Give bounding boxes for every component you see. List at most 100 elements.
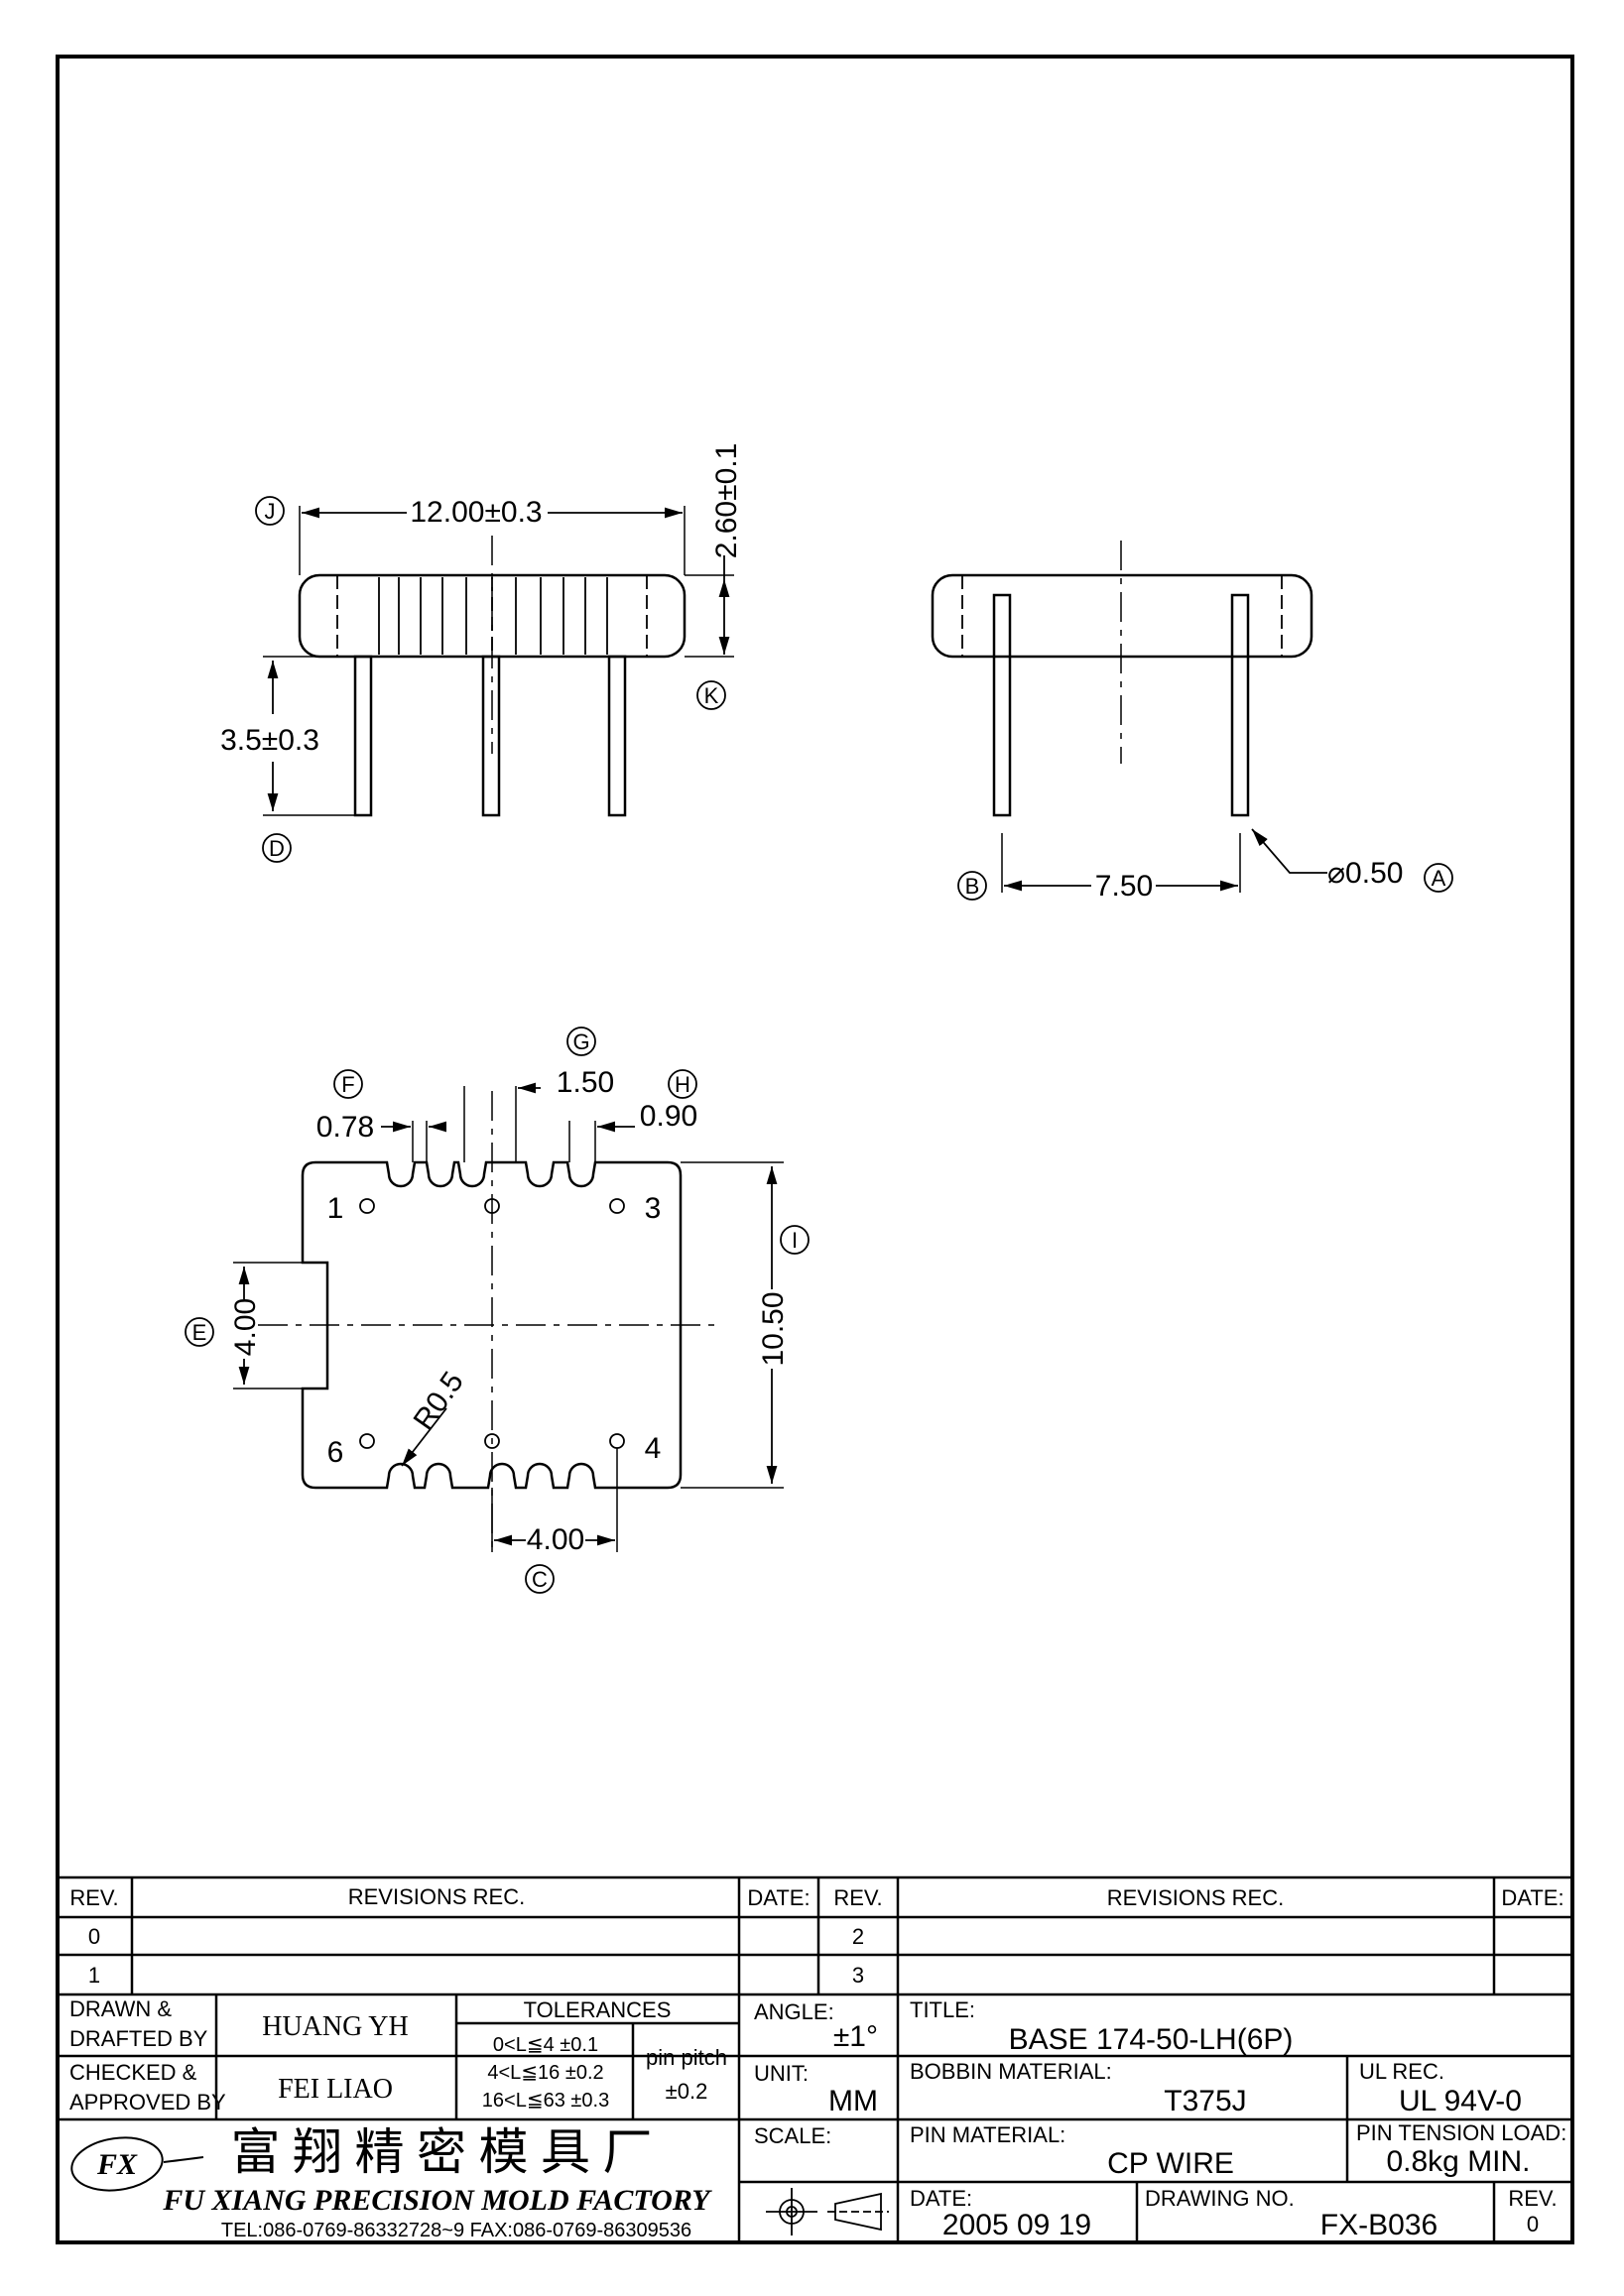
revision-label: REV. — [1508, 2186, 1557, 2211]
title-block-lines — [58, 1875, 1572, 2242]
revisions-header-left: REVISIONS REC. — [348, 1884, 525, 1909]
pin-tension-value: 0.8kg MIN. — [1386, 2145, 1530, 2178]
side-body — [931, 573, 1313, 659]
drawn-value: HUANG YH — [262, 2011, 409, 2042]
dim-i: 10.50 — [757, 1291, 790, 1366]
checked-value: FEI LIAO — [278, 2074, 393, 2105]
balloon-j — [255, 496, 285, 526]
dim-c: 4.00 — [527, 1523, 584, 1556]
tolerance-row-2: 4<L≦16 ±0.2 — [487, 2062, 603, 2084]
balloon-b — [957, 871, 987, 901]
ul-label: UL REC. — [1359, 2059, 1444, 2084]
title-value: BASE 174-50-LH(6P) — [1009, 2023, 1294, 2056]
unit-value: MM — [828, 2085, 878, 2117]
dim-h: 0.90 — [640, 1100, 697, 1133]
pin-hole-1 — [359, 1198, 375, 1214]
dim-radius: R0.5 — [408, 1366, 470, 1436]
date-header-right: DATE: — [1501, 1885, 1563, 1910]
pin-material-value: CP WIRE — [1107, 2147, 1234, 2180]
scale-label: SCALE: — [754, 2123, 831, 2148]
angle-value: ±1° — [833, 2020, 878, 2053]
pin-label-4: 4 — [645, 1432, 662, 1465]
company-logo-text: FX — [96, 2148, 138, 2181]
rev-row-1: 1 — [88, 1963, 100, 1988]
balloon-c-label: C — [532, 1567, 548, 1592]
drawing-number-value: FX-B036 — [1320, 2209, 1437, 2241]
dim-e: 4.00 — [229, 1298, 262, 1356]
balloon-g — [566, 1027, 596, 1056]
pin-right — [607, 655, 627, 817]
balloon-d — [262, 833, 292, 863]
pin-material-label: PIN MATERIAL: — [910, 2122, 1065, 2147]
date-label: DATE: — [910, 2186, 972, 2211]
balloon-a — [1424, 863, 1453, 893]
rev-header-left: REV. — [69, 1885, 118, 1910]
balloon-k-label: K — [704, 683, 719, 708]
bottom-view — [185, 1027, 810, 1594]
sheet-border — [56, 55, 1574, 2244]
tolerance-row-3: 16<L≦63 ±0.3 — [482, 2090, 609, 2112]
dim-g: 1.50 — [557, 1066, 614, 1099]
balloon-f-label: F — [341, 1072, 354, 1097]
checked-label-1: CHECKED & — [69, 2060, 197, 2085]
revisions-header-right: REVISIONS REC. — [1107, 1885, 1284, 1910]
balloon-d-label: D — [269, 836, 285, 861]
unit-label: UNIT: — [754, 2061, 809, 2086]
rev-row-2: 2 — [852, 1924, 864, 1949]
pin-tension-label: PIN TENSION LOAD: — [1356, 2120, 1566, 2145]
balloon-c — [525, 1564, 555, 1594]
dim-pin-diameter: ⌀0.50 — [1327, 857, 1403, 890]
bobbin-material-value: T375J — [1164, 2085, 1246, 2117]
company-name-chinese: 富 翔 精 密 模 具 厂 — [231, 2124, 653, 2180]
ul-value: UL 94V-0 — [1399, 2085, 1522, 2117]
date-header-left: DATE: — [747, 1885, 810, 1910]
tolerance-row-1: 0<L≦4 ±0.1 — [493, 2034, 598, 2056]
balloon-e — [185, 1317, 214, 1347]
pin-middle — [481, 655, 501, 817]
projection-symbol — [766, 2188, 889, 2236]
company-contact: TEL:086-0769-86332728~9 FAX:086-0769-863… — [221, 2220, 691, 2241]
drawn-label-2: DRAFTED BY — [69, 2026, 208, 2051]
dim-width: 12.00±0.3 — [410, 496, 542, 529]
side-view — [931, 541, 1453, 901]
pin-pitch-label: pin pitch — [646, 2045, 727, 2070]
balloon-j-label: J — [265, 499, 276, 524]
company-name-english: FU XIANG PRECISION MOLD FACTORY — [162, 2184, 712, 2217]
checked-label-2: APPROVED BY — [69, 2090, 226, 2115]
balloon-f — [333, 1069, 363, 1099]
bobbin-material-label: BOBBIN MATERIAL: — [910, 2059, 1112, 2084]
balloon-e-label: E — [192, 1320, 207, 1345]
rev-row-3: 3 — [852, 1963, 864, 1988]
dim-pin-spacing: 7.50 — [1095, 870, 1153, 903]
dim-height: 2.60±0.1 — [710, 443, 743, 559]
balloon-h-label: H — [675, 1072, 690, 1097]
pin-hole-6 — [359, 1433, 375, 1449]
bottom-outline — [301, 1160, 683, 1490]
pin-hole-4 — [609, 1433, 625, 1449]
balloon-a-label: A — [1432, 866, 1446, 891]
company-logo — [70, 2136, 204, 2192]
title-label: TITLE: — [910, 1997, 975, 2022]
rev-header-right: REV. — [833, 1885, 882, 1910]
side-pin-right — [1230, 593, 1250, 817]
pin-hole-5 — [484, 1433, 500, 1449]
pin-hole-3 — [609, 1198, 625, 1214]
side-pin-left — [992, 593, 1012, 817]
balloon-i-label: I — [792, 1228, 798, 1253]
pin-label-1: 1 — [327, 1192, 344, 1225]
balloon-g-label: G — [572, 1029, 589, 1054]
pin-left — [353, 655, 373, 817]
balloon-i — [780, 1225, 810, 1255]
dim-pin-length: 3.5±0.3 — [220, 724, 319, 757]
rev-row-0: 0 — [88, 1924, 100, 1949]
tolerances-header: TOLERANCES — [524, 1997, 672, 2022]
date-value: 2005 09 19 — [942, 2209, 1091, 2241]
dim-f: 0.78 — [316, 1111, 374, 1144]
balloon-k — [696, 680, 726, 710]
balloon-b-label: B — [965, 874, 980, 899]
front-view — [255, 496, 734, 863]
revision-value: 0 — [1527, 2212, 1539, 2236]
pin-pitch-value: ±0.2 — [666, 2079, 708, 2104]
pin-label-3: 3 — [645, 1192, 662, 1225]
drawing-number-label: DRAWING NO. — [1145, 2186, 1295, 2211]
